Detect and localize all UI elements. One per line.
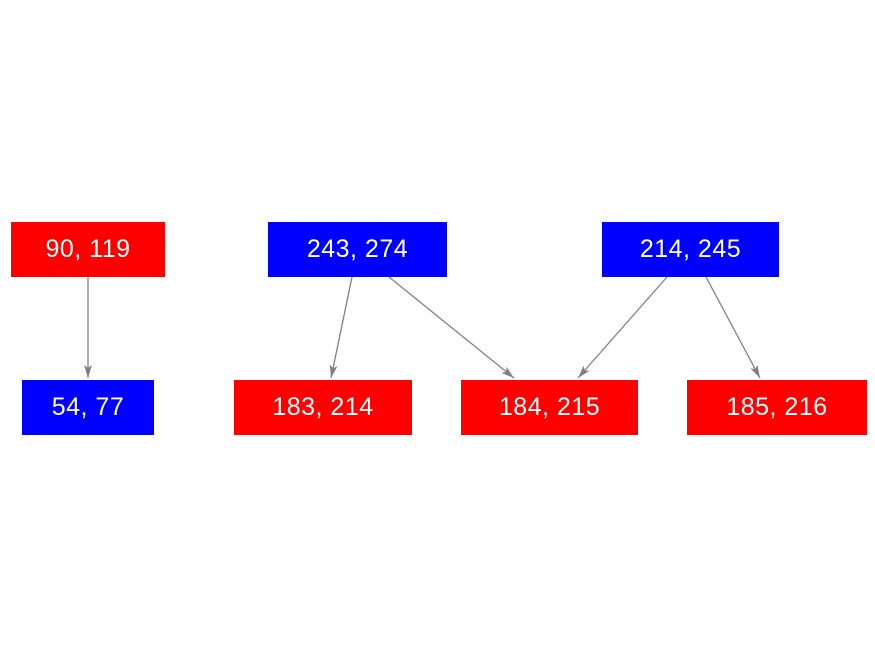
graph-node-n184_215: 184, 215 — [461, 380, 638, 435]
graph-node-n214_245: 214, 245 — [602, 222, 779, 277]
graph-node-n185_216: 185, 216 — [687, 380, 867, 435]
graph-node-n183_214: 183, 214 — [234, 380, 412, 435]
graph-node-n243_274: 243, 274 — [268, 222, 447, 277]
edge-n243_274-to-n183_214 — [329, 276, 353, 379]
graph-node-n54_77: 54, 77 — [22, 380, 154, 435]
edge-group — [84, 276, 761, 379]
edge-n214_245-to-n185_216 — [705, 276, 761, 379]
edge-n214_245-to-n184_215 — [577, 276, 668, 379]
graph-node-n90_119: 90, 119 — [11, 222, 165, 277]
edge-n243_274-to-n184_215 — [388, 276, 515, 379]
